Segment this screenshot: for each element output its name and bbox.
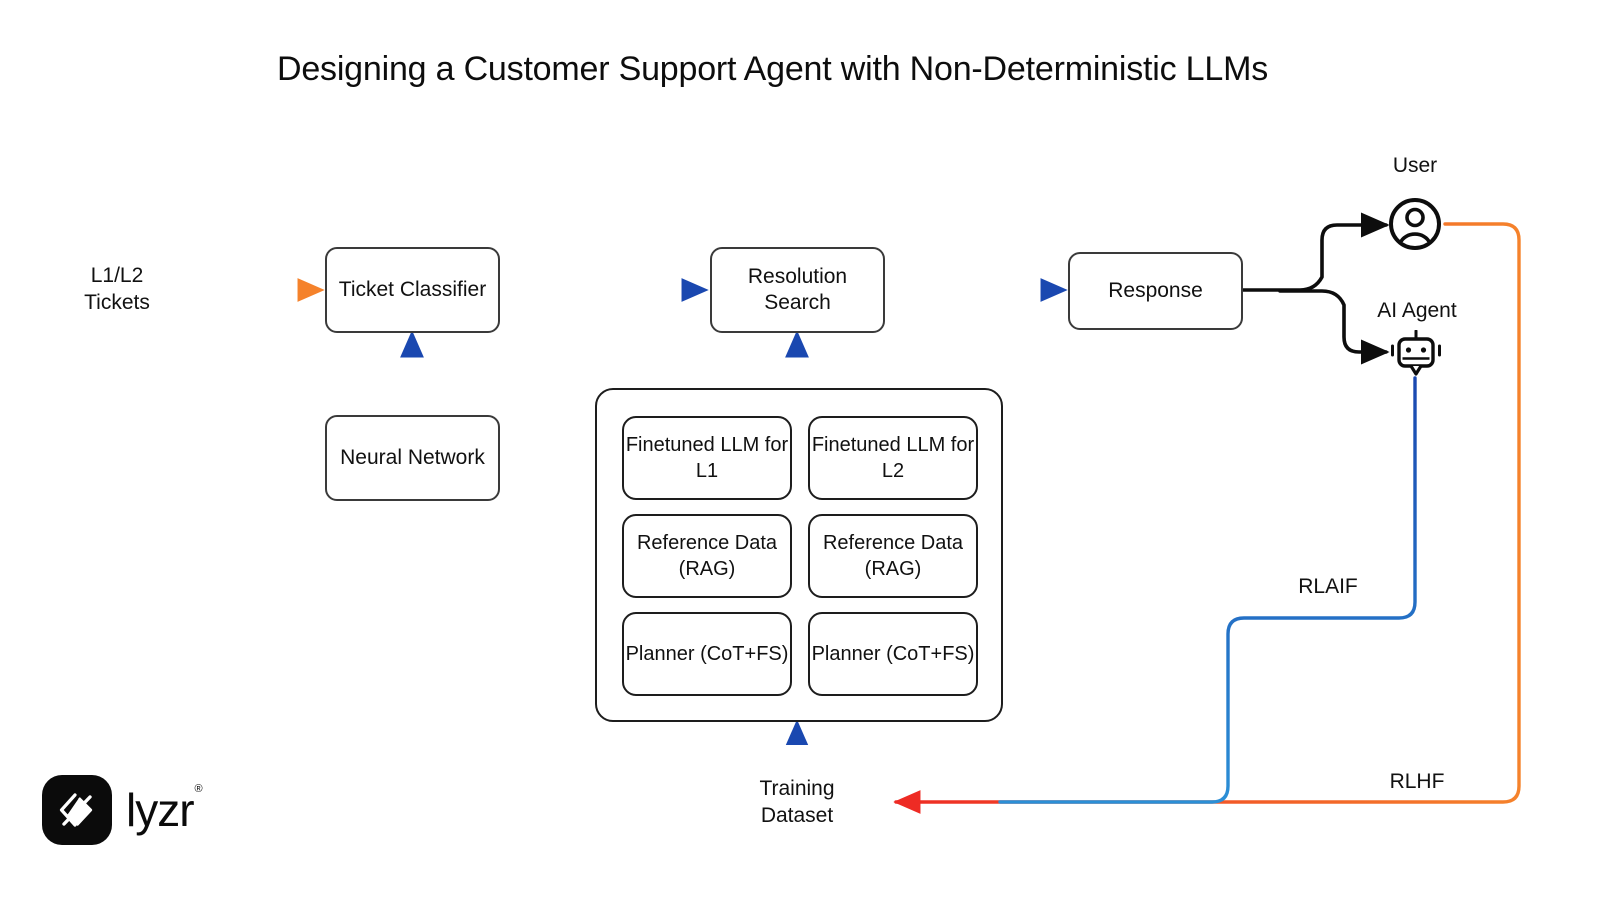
registered-mark: ® — [194, 782, 203, 795]
node-resolution-search-label: Resolution Search — [747, 264, 848, 314]
node-response-label: Response — [1108, 278, 1203, 302]
rlhf-label: RLHF — [1389, 770, 1445, 793]
connector-response-to-user — [1241, 212, 1390, 292]
ai-agent-label: AI Agent — [1377, 299, 1457, 322]
lyzr-wordmark-text: lyzr — [126, 784, 195, 836]
node-reference-data-l2[interactable]: Reference Data (RAG) — [808, 514, 978, 598]
node-planner-l2-label: Planner (CoT+FS) — [811, 643, 975, 665]
lyzr-logo-badge — [42, 775, 112, 845]
rlaif-label: RLAIF — [1298, 575, 1358, 598]
node-finetuned-llm-l2[interactable]: Finetuned LLM for L2 — [808, 416, 978, 500]
node-ticket-classifier-label: Ticket Classifier — [338, 277, 487, 301]
node-resolution-search[interactable]: Resolution Search — [710, 247, 885, 333]
node-response[interactable]: Response — [1068, 252, 1243, 330]
user-label: User — [1392, 154, 1438, 177]
node-ticket-classifier[interactable]: Ticket Classifier — [325, 247, 500, 333]
node-neural-network-label: Neural Network — [340, 445, 485, 469]
input-label: L1/L2 Tickets — [84, 264, 150, 315]
node-finetuned-llm-l2-label: Finetuned LLM for L2 — [811, 434, 975, 482]
node-planner-l1-label: Planner (CoT+FS) — [625, 643, 789, 665]
lyzr-logo: lyzr® — [42, 775, 203, 845]
node-planner-l2[interactable]: Planner (CoT+FS) — [808, 612, 978, 696]
lyzr-diamond-mark — [59, 793, 93, 827]
node-reference-data-l1-label: Reference Data (RAG) — [636, 532, 778, 580]
page-title: Designing a Customer Support Agent with … — [276, 50, 1269, 88]
robot-icon — [1386, 329, 1446, 382]
user-avatar-icon — [1388, 197, 1442, 251]
node-neural-network[interactable]: Neural Network — [325, 415, 500, 501]
lyzr-wordmark: lyzr® — [126, 783, 203, 836]
node-finetuned-llm-l1[interactable]: Finetuned LLM for L1 — [622, 416, 792, 500]
node-finetuned-llm-l1-label: Finetuned LLM for L1 — [625, 434, 789, 482]
training-dataset-label: Training Dataset — [759, 777, 835, 828]
node-reference-data-l2-label: Reference Data (RAG) — [822, 532, 964, 580]
node-planner-l1[interactable]: Planner (CoT+FS) — [622, 612, 792, 696]
node-reference-data-l1[interactable]: Reference Data (RAG) — [622, 514, 792, 598]
